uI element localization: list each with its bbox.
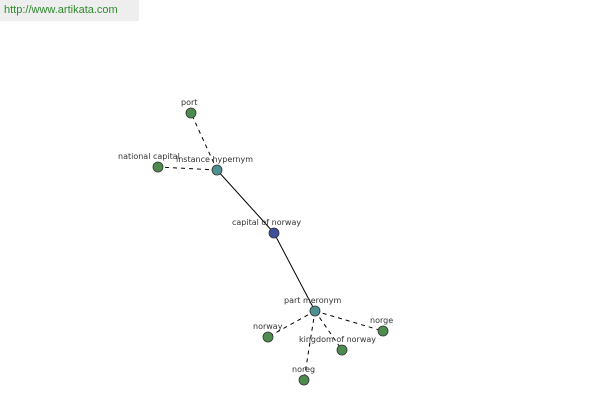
node-label-term-kingdom-of-norway: kingdom of norway <box>299 335 376 344</box>
node-dot-term-norway[interactable] <box>262 331 274 343</box>
edge-rel-part-meronym-to-term-norge <box>314 310 384 332</box>
node-label-rel-instance-hypernym: instance hypernym <box>176 155 253 164</box>
node-label-term-port: port <box>181 98 197 107</box>
edges-layer <box>157 112 384 381</box>
node-dot-rel-part-meronym[interactable] <box>309 305 321 317</box>
graph-node-term-national-capital[interactable]: national capital <box>118 152 180 173</box>
edge-rel-part-meronym-to-term-norway <box>267 310 316 338</box>
node-label-rel-part-meronym: part meronym <box>284 296 341 305</box>
edge-center-to-rel-part-meronym <box>273 232 316 312</box>
node-dot-term-port[interactable] <box>185 107 197 119</box>
edge-center-to-rel-instance-hypernym <box>216 169 275 234</box>
graph-node-term-port[interactable]: port <box>181 98 197 119</box>
node-label-center: capital of norway <box>232 218 301 227</box>
edge-rel-part-meronym-to-term-kingdom-of-norway <box>314 310 343 351</box>
node-dot-term-noreg[interactable] <box>298 374 310 386</box>
edge-rel-part-meronym-to-term-noreg <box>303 310 316 381</box>
node-dot-term-kingdom-of-norway[interactable] <box>336 344 348 356</box>
node-label-term-national-capital: national capital <box>118 152 180 161</box>
graph-node-term-norway[interactable]: norway <box>253 322 283 343</box>
graph-node-term-norge[interactable]: norge <box>370 316 393 337</box>
url-bar: http://www.artikata.com <box>0 0 139 21</box>
node-label-term-noreg: noreg <box>292 365 315 374</box>
node-dot-center[interactable] <box>268 227 280 239</box>
node-label-term-norway: norway <box>253 322 283 331</box>
edge-rel-instance-hypernym-to-term-national-capital <box>157 166 218 171</box>
node-dot-term-norge[interactable] <box>377 325 389 337</box>
node-dot-rel-instance-hypernym[interactable] <box>211 164 223 176</box>
graph-node-term-noreg[interactable]: noreg <box>292 365 315 386</box>
graph-node-center[interactable]: capital of norway <box>232 218 301 239</box>
nodes-layer: capital of norway instance hypernym part m… <box>118 98 393 386</box>
graph-node-rel-part-meronym[interactable]: part meronym <box>284 296 341 317</box>
edge-rel-instance-hypernym-to-term-port <box>190 112 218 171</box>
node-label-term-norge: norge <box>370 316 393 325</box>
node-dot-term-national-capital[interactable] <box>152 161 164 173</box>
site-url-link[interactable]: http://www.artikata.com <box>4 4 118 16</box>
graph-node-rel-instance-hypernym[interactable]: instance hypernym <box>176 155 253 176</box>
graph-node-term-kingdom-of-norway[interactable]: kingdom of norway <box>299 335 376 356</box>
